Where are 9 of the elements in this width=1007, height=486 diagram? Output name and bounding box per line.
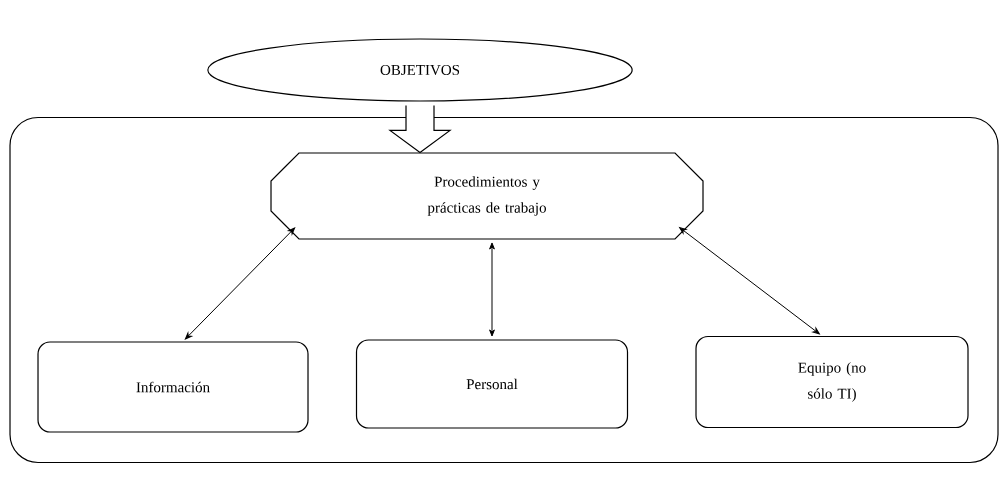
double-arrow (489, 242, 495, 337)
resource-box: Personal (355, 339, 629, 429)
double-arrow (184, 227, 296, 340)
double-arrow (679, 227, 820, 335)
resource-box: Información (37, 341, 309, 433)
process-octagon: Procedimientos y prácticas de trabajo (270, 152, 704, 240)
block-arrow (388, 105, 452, 154)
resource-box: Equipo (no sólo TI) (695, 335, 969, 429)
container-box (9, 116, 999, 464)
